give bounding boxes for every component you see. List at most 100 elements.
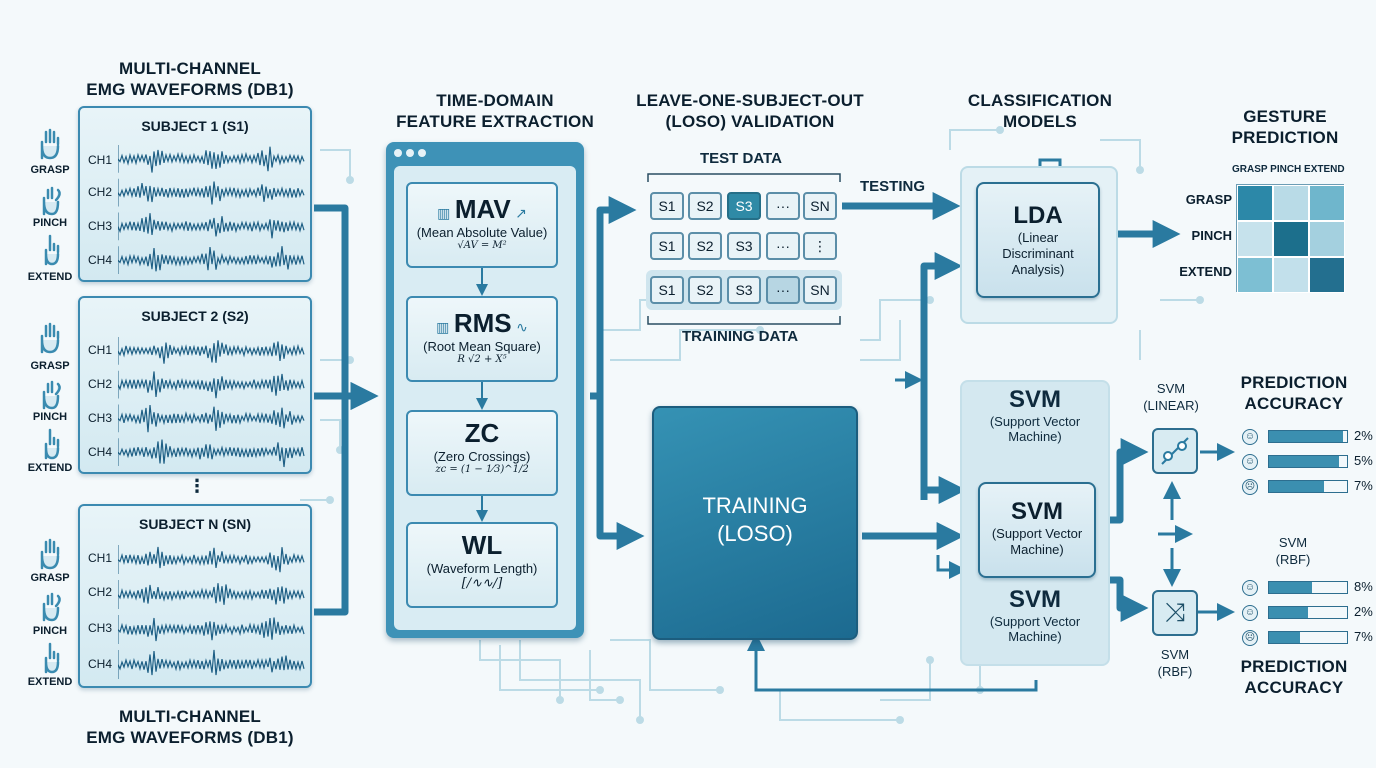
gesture-label: GRASP [30, 572, 70, 584]
matrix-cell [1309, 257, 1345, 293]
model-sub: Machine) [1010, 542, 1064, 557]
emg-trace [118, 546, 305, 573]
feature-desc: (Root Mean Square) [423, 339, 541, 354]
channel-label: CH2 [88, 377, 113, 391]
emg-trace [118, 213, 305, 239]
subject-panel-1: SUBJECT 1 (S1) CH1 CH2 CH3 CH4 [78, 106, 312, 282]
loso-cell: S2 [688, 192, 722, 220]
loso-cell: SN [803, 276, 837, 304]
feature-formula: R √2 + X⁵ [457, 354, 507, 365]
emg-trace [118, 617, 305, 642]
subject-title: SUBJECT N (SN) [138, 516, 251, 532]
svm-rbf-bottom-label-line1: SVM [1160, 647, 1190, 662]
gesture-label: GRASP [30, 360, 70, 372]
prediction-accuracy-top: PREDICTION ACCURACY [1218, 372, 1370, 414]
feature-name: ZC [464, 418, 500, 448]
model-title: SVM [1010, 498, 1063, 525]
model-title: LDA [1013, 202, 1063, 229]
accuracy-value: 2% [1354, 428, 1373, 443]
feature-zc: ZC (Zero Crossings) zc = (1 − 1⁄3)^1/2 [406, 410, 558, 496]
emg-trace [118, 583, 305, 605]
testing-label: TESTING [860, 178, 926, 195]
window-dots [394, 148, 434, 158]
models-header: CLASSIFICATION MODELS [940, 90, 1140, 132]
loso-cell: SN [803, 192, 837, 220]
model-title: SVM [1008, 586, 1061, 613]
hand-open-icon [40, 538, 60, 570]
subject-title: SUBJECT 1 (S1) [141, 118, 249, 134]
emg-header-top-line1: MULTI-CHANNEL [118, 59, 262, 78]
matrix-cell [1273, 221, 1309, 257]
face-icon: ☺ [1242, 429, 1258, 445]
emg-waveform [118, 145, 305, 274]
loso-cell: ⋮ [803, 232, 837, 260]
emg-trace [118, 439, 305, 468]
model-sub: (Support Vector [991, 526, 1083, 541]
svm-block-3: SVM (Support Vector Machine) [960, 586, 1110, 644]
matrix-cell [1237, 257, 1273, 293]
subject-panel-n: SUBJECT N (SN) CH1 CH2 CH3 CH4 [78, 504, 312, 688]
accuracy-bar [1268, 430, 1348, 443]
loso-header-line1: LEAVE-ONE-SUBJECT-OUT [636, 91, 864, 110]
model-sub: Analysis) [1011, 262, 1065, 277]
matrix-row-label: PINCH [1191, 228, 1232, 243]
face-icon: ☺ [1242, 605, 1258, 621]
channel-label: CH3 [88, 411, 113, 425]
accuracy-value: 8% [1354, 579, 1373, 594]
loso-cell: S1 [650, 276, 684, 304]
window-dot-icon [418, 149, 426, 157]
svm-rbf-bottom-label-line2: (RBF) [1157, 664, 1193, 679]
accuracy-bar [1268, 606, 1348, 619]
channel-label: CH2 [88, 585, 113, 599]
gesture-header: GESTURE PREDICTION [1210, 106, 1360, 148]
hand-point-icon [44, 234, 60, 266]
gesture-header-line1: GESTURE [1243, 107, 1327, 126]
emg-trace [118, 340, 305, 364]
channel-label: CH3 [88, 219, 113, 233]
gesture-header-line2: PREDICTION [1231, 128, 1339, 147]
svm-linear-label-line1: SVM [1156, 381, 1186, 396]
bar-chart-icon: ▥ [436, 319, 450, 335]
loso-cell: S2 [688, 232, 722, 260]
loso-cell: S3 [727, 276, 761, 304]
test-data-label: TEST DATA [700, 150, 782, 167]
accuracy-bar-fill [1269, 632, 1301, 643]
loso-header: LEAVE-ONE-SUBJECT-OUT (LOSO) VALIDATION [620, 90, 880, 132]
channel-label: CH1 [88, 551, 113, 565]
model-title: SVM [1008, 386, 1061, 413]
channel-label: CH1 [88, 153, 113, 167]
svm-rbf-bottom-label: SVM (RBF) [1140, 646, 1210, 680]
svm-rbf-top-label-line1: SVM [1278, 535, 1308, 550]
emg-header-bottom: MULTI-CHANNEL EMG WAVEFORMS (DB1) [60, 706, 320, 748]
confusion-matrix [1236, 184, 1345, 293]
emg-trace [118, 371, 305, 399]
accuracy-value: 5% [1354, 453, 1373, 468]
subject-panel-2: SUBJECT 2 (S2) CH1 CH2 CH3 CH4 [78, 296, 312, 474]
channel-label: CH4 [88, 445, 113, 459]
matrix-cell [1273, 185, 1309, 221]
model-sub: (Support Vector [989, 414, 1081, 429]
accuracy-bar [1268, 455, 1348, 468]
emg-trace [118, 405, 305, 433]
accuracy-value: 2% [1354, 604, 1373, 619]
channel-label: CH1 [88, 343, 113, 357]
gesture-label: PINCH [32, 411, 68, 423]
feature-formula: zc = (1 − 1⁄3)^1/2 [435, 464, 529, 475]
loso-brackets [647, 173, 841, 325]
window-dot-icon [406, 149, 414, 157]
matrix-col-labels: GRASP PINCH EXTEND [1232, 164, 1345, 175]
emg-header-bottom-line2: EMG WAVEFORMS (DB1) [86, 728, 294, 747]
emg-trace [118, 246, 305, 272]
training-title: TRAINING [702, 493, 808, 518]
lda-box: LDA (Linear Discriminant Analysis) [976, 182, 1100, 298]
accuracy-value: 7% [1354, 629, 1373, 644]
emg-waveform [118, 337, 305, 468]
accuracy-value: 7% [1354, 478, 1373, 493]
feature-name: RMS [453, 308, 512, 338]
feature-rms: ▥ RMS ∿ (Root Mean Square) R √2 + X⁵ [406, 296, 558, 382]
bar-chart-icon: ▥ [437, 205, 451, 221]
loso-cell: S1 [650, 192, 684, 220]
gesture-label: PINCH [32, 625, 68, 637]
models-header-line2: MODELS [1003, 112, 1077, 131]
training-subtitle: (LOSO) [717, 521, 793, 546]
